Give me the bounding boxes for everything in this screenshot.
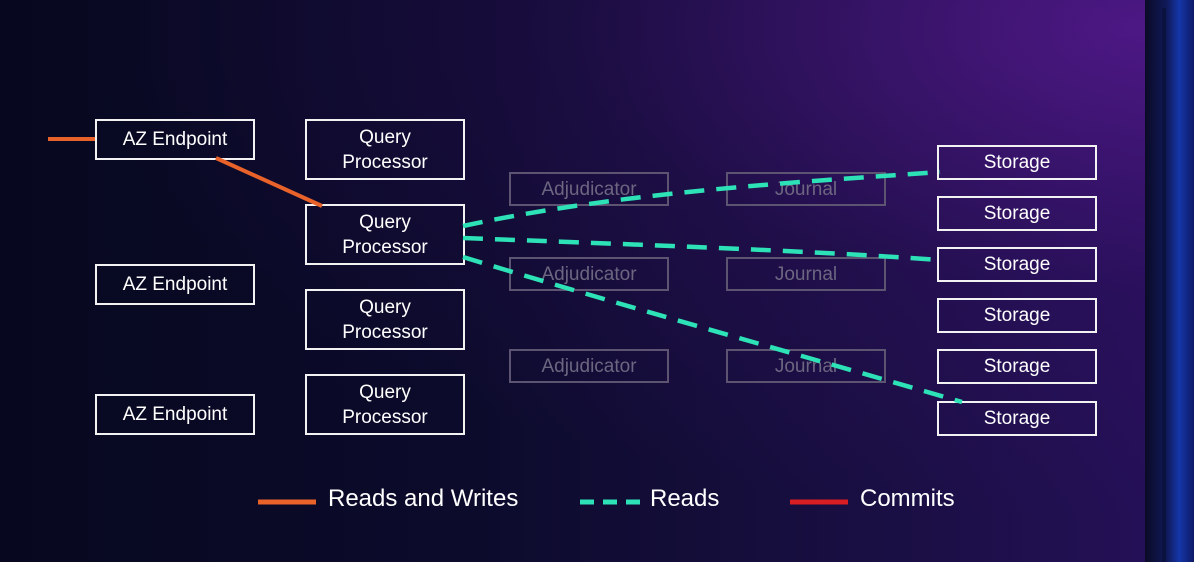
adjudicator-1: Adjudicator [509,172,669,206]
side-panel-divider [1162,8,1166,562]
az-endpoint-2: AZ Endpoint [95,264,255,305]
query-processor-4: Query Processor [305,374,465,435]
query-processor-1: Query Processor [305,119,465,180]
legend-reads: Reads [580,481,719,517]
legend-commits: Commits [790,481,955,517]
storage-6: Storage [937,401,1097,436]
storage-3: Storage [937,247,1097,282]
query-processor-2: Query Processor [305,204,465,265]
legend-label-reads: Reads [650,485,720,512]
reads-line-to-storage-3 [462,235,941,263]
storage-5: Storage [937,349,1097,384]
reads-line-to-storage-6 [462,254,963,405]
storage-1: Storage [937,145,1097,180]
journal-3: Journal [726,349,886,383]
storage-4: Storage [937,298,1097,333]
reads-swatch [580,494,640,505]
az-endpoint-1: AZ Endpoint [95,119,255,160]
az-endpoint-3: AZ Endpoint [95,394,255,435]
adjudicator-2: Adjudicator [509,257,669,291]
reads-line-to-storage-1 [462,169,941,229]
commits-swatch [790,494,850,505]
reads-and-writes-swatch [258,494,318,505]
side-panel-edge [1145,0,1194,562]
adjudicator-3: Adjudicator [509,349,669,383]
legend-label-reads-and-writes: Reads and Writes [328,485,519,512]
storage-2: Storage [937,196,1097,231]
query-processor-3: Query Processor [305,289,465,350]
journal-2: Journal [726,257,886,291]
reads-writes-line-endpoint-to-processor [215,156,323,208]
legend-label-commits: Commits [860,485,955,512]
legend-reads-and-writes: Reads and Writes [258,481,518,517]
